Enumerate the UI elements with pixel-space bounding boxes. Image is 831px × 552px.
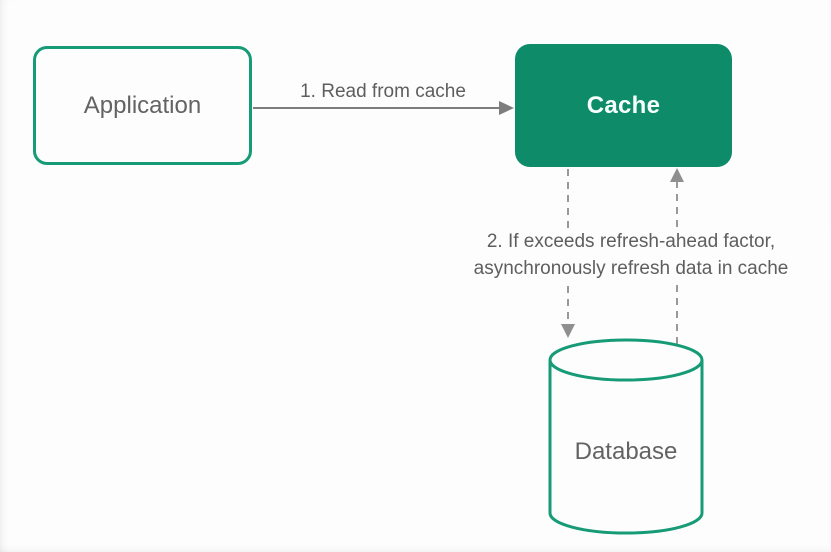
refresh-up-arrowhead-icon [670, 168, 684, 182]
refresh-edge-label-line2: asynchronously refresh data in cache [473, 258, 789, 279]
application-label: Application [83, 91, 202, 119]
node-cache: Cache [515, 44, 732, 167]
read-arrowhead-icon [499, 101, 514, 115]
cache-label: Cache [586, 91, 661, 119]
refresh-edge-label-line1: 2. If exceeds refresh-ahead factor, [486, 231, 776, 252]
database-cylinder-body [548, 360, 704, 535]
refresh-edge-label: 2. If exceeds refresh-ahead factor, asyn… [431, 228, 831, 282]
database-cylinder [548, 338, 704, 535]
read-edge-label: 1. Read from cache [300, 81, 466, 102]
refresh-down-arrowhead-icon [561, 324, 575, 338]
read-arrow [253, 101, 514, 115]
database-label: Database [574, 438, 678, 465]
database-cylinder-top [548, 338, 704, 382]
node-application: Application [33, 46, 252, 165]
